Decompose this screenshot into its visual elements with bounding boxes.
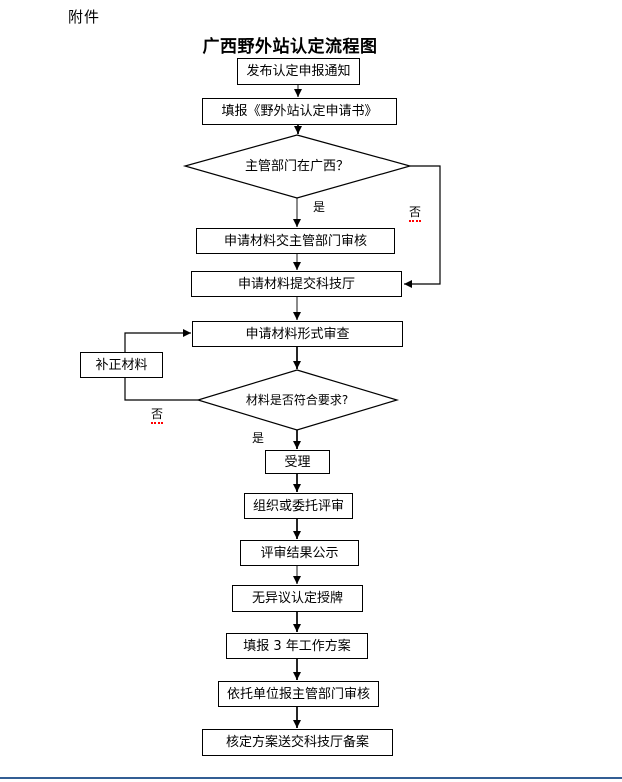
flow-node-publicize-results: 评审结果公示 xyxy=(240,540,359,566)
flow-node-filing: 核定方案送交科技厅备案 xyxy=(202,729,393,756)
attachment-label: 附件 xyxy=(68,8,101,26)
flow-node-organize-review: 组织或委托评审 xyxy=(244,493,353,519)
flow-node-formal-review: 申请材料形式审查 xyxy=(192,321,403,347)
flow-node-submit-st-dept: 申请材料提交科技厅 xyxy=(191,271,402,297)
flow-node-work-plan: 填报 3 年工作方案 xyxy=(226,633,368,659)
flow-node-fill-application: 填报《野外站认定申请书》 xyxy=(202,98,397,125)
connector-supplement-feedback-route xyxy=(124,329,191,352)
decision-dept-in-guangxi-label: 主管部门在广西？ xyxy=(244,159,349,174)
decision-diamond-materials-ok xyxy=(195,369,400,431)
flow-node-supplement-materials: 补正材料 xyxy=(80,352,163,378)
decision-diamond-dept-in-guangxi xyxy=(182,134,413,199)
connector-decision1-no-route xyxy=(404,165,441,288)
edge-label-dept-yes: 是 xyxy=(313,200,326,214)
connector-decision2-no-route xyxy=(124,378,198,401)
edge-label-dept-no: 否 xyxy=(409,205,422,222)
page-title: 广西野外站认定流程图 xyxy=(202,37,378,57)
decision-materials-ok-label: 材料是否符合要求? xyxy=(245,393,349,407)
flow-node-accept: 受理 xyxy=(265,450,330,474)
flow-node-dept-audit: 依托单位报主管部门审核 xyxy=(218,681,379,707)
page-bottom-rule xyxy=(0,777,622,779)
flow-node-publish-notice: 发布认定申报通知 xyxy=(237,58,360,85)
flow-node-dept-review: 申请材料交主管部门审核 xyxy=(196,228,395,254)
edge-label-materials-no-text: 否 xyxy=(151,407,164,424)
edge-label-materials-no: 否 xyxy=(151,407,164,424)
flow-node-award-plaque: 无异议认定授牌 xyxy=(232,585,363,612)
edge-label-materials-yes: 是 xyxy=(252,431,265,445)
edge-label-dept-no-text: 否 xyxy=(409,205,422,222)
